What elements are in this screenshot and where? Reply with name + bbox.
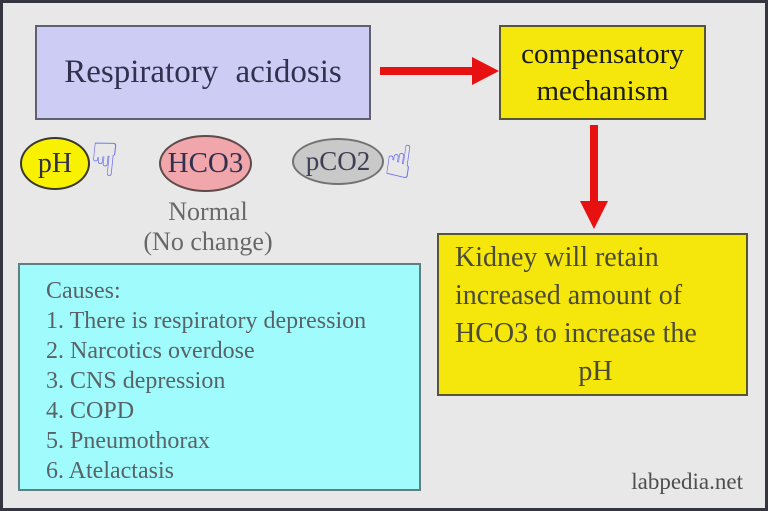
compensatory-line: compensatory (521, 37, 684, 70)
arrow-down-line (590, 125, 598, 201)
kidney-line: Kidney will retain (455, 241, 659, 273)
kidney-line: increased amount of (455, 279, 683, 311)
cause-item: 2. Narcotics overdose (46, 338, 255, 364)
watermark-label: labpedia.net (631, 469, 743, 494)
hand-pointing-down-icon: ☟ (87, 130, 121, 188)
kidney-retain-box: Kidney will retain increased amount of H… (437, 233, 748, 396)
cause-item: 6. Atelactasis (46, 458, 174, 484)
pco2-label: pCO2 (305, 146, 371, 176)
cause-item: 5. Pneumothorax (46, 428, 210, 454)
arrow-right-head-icon (472, 57, 499, 85)
kidney-line: pH (578, 355, 613, 387)
no-change-line: (No change) (143, 227, 273, 256)
pco2-ellipse: pCO2 (292, 138, 384, 185)
causes-box: Causes: 1. There is respiratory depressi… (18, 263, 421, 491)
hco3-ellipse: HCO3 (159, 135, 252, 192)
compensatory-mechanism-box: compensatory mechanism (499, 25, 706, 120)
mechanism-line: mechanism (536, 74, 669, 107)
ph-label: pH (37, 147, 73, 179)
respiratory-acidosis-label: Respiratory acidosis (64, 54, 342, 90)
kidney-line: HCO3 to increase the (455, 317, 697, 349)
respiratory-acidosis-box: Respiratory acidosis (35, 25, 371, 120)
hco3-status-note: Normal (No change) (123, 197, 293, 257)
hco3-label: HCO3 (167, 147, 244, 179)
cause-item: 3. CNS depression (46, 368, 226, 394)
cause-item: 1. There is respiratory depression (46, 308, 367, 334)
arrow-right-line (380, 67, 472, 75)
normal-line: Normal (168, 197, 248, 226)
arrow-down-head-icon (580, 201, 608, 229)
ph-ellipse: pH (20, 137, 90, 190)
hand-pointing-up-icon: ☝ (381, 132, 417, 190)
causes-heading: Causes: (46, 278, 121, 304)
cause-item: 4. COPD (46, 398, 135, 424)
